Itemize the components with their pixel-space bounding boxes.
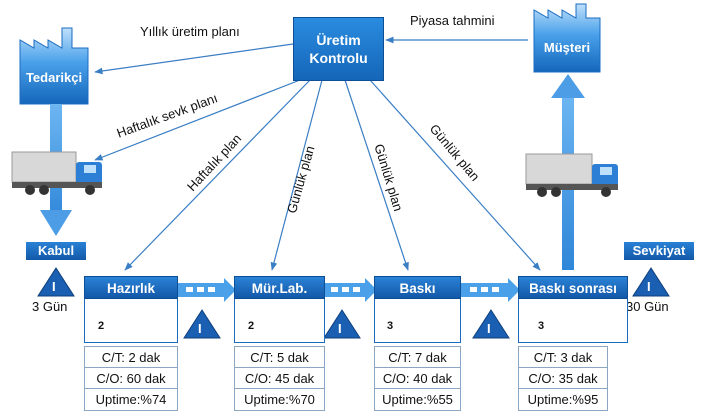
inventory-icon bbox=[183, 309, 221, 339]
annual-plan-label: Yıllık üretim planı bbox=[140, 24, 240, 39]
uptime: Uptime:%95 bbox=[527, 392, 599, 407]
process-header: Baskı sonrası bbox=[518, 276, 628, 299]
outbound-truck-icon bbox=[525, 153, 618, 197]
supplier-factory-icon bbox=[19, 27, 89, 105]
changeover-time: C/O: 45 dak bbox=[235, 368, 324, 389]
changeover-time: C/O: 35 dak bbox=[519, 368, 607, 389]
inventory-icon bbox=[632, 267, 670, 297]
inbound-truck-icon bbox=[11, 151, 102, 195]
inventory-triangles bbox=[37, 267, 670, 339]
operator-count: 2 bbox=[98, 320, 105, 332]
process-body bbox=[518, 299, 628, 343]
process-header: Baskı bbox=[374, 276, 461, 299]
cycle-time: C/T: 2 dak bbox=[85, 347, 177, 368]
cycle-time: C/T: 3 dak bbox=[519, 347, 607, 368]
uptime: Uptime:%70 bbox=[244, 392, 315, 407]
inventory-mark: I bbox=[198, 321, 202, 336]
inventory-mark: I bbox=[647, 279, 651, 294]
shipping-tag: Sevkiyat bbox=[624, 242, 694, 260]
supplier-label: Tedarikçi bbox=[25, 70, 83, 85]
process-data-box: C/T: 3 dak C/O: 35 dak Uptime:%95 bbox=[518, 346, 608, 411]
process-data-box: C/T: 2 dak C/O: 60 dak Uptime:%74 bbox=[84, 346, 178, 411]
control-title-line2: Kontrolu bbox=[309, 50, 368, 66]
market-forecast-label: Piyasa tahmini bbox=[410, 13, 495, 28]
process-data-box: C/T: 5 dak C/O: 45 dak Uptime:%70 bbox=[234, 346, 325, 411]
uptime: Uptime:%55 bbox=[382, 392, 453, 407]
cycle-time: C/T: 7 dak bbox=[375, 347, 460, 368]
process-body bbox=[234, 299, 325, 343]
push-arrows bbox=[178, 278, 520, 302]
inventory-icon bbox=[37, 267, 75, 297]
customer-factory-icon bbox=[533, 3, 601, 73]
receiving-days: 3 Gün bbox=[32, 299, 68, 314]
info-flow-arrows bbox=[94, 36, 541, 271]
uptime: Uptime:%74 bbox=[95, 392, 167, 407]
process-body bbox=[84, 299, 178, 343]
inventory-mark: I bbox=[487, 321, 491, 336]
operator-count: 3 bbox=[387, 320, 394, 332]
operator-count: 2 bbox=[248, 320, 255, 332]
production-control-box: Üretim Kontrolu bbox=[293, 17, 384, 81]
customer-label: Müşteri bbox=[543, 40, 591, 55]
process-header: Hazırlık bbox=[84, 276, 178, 299]
receiving-tag: Kabul bbox=[26, 242, 86, 260]
operator-count: 3 bbox=[538, 320, 545, 332]
shipping-days: 30 Gün bbox=[626, 299, 669, 314]
inventory-mark: I bbox=[52, 279, 56, 294]
changeover-time: C/O: 40 dak bbox=[375, 368, 460, 389]
inventory-mark: I bbox=[338, 321, 342, 336]
process-header: Mür.Lab. bbox=[234, 276, 325, 299]
changeover-time: C/O: 60 dak bbox=[85, 368, 177, 389]
cycle-time: C/T: 5 dak bbox=[235, 347, 324, 368]
process-body bbox=[374, 299, 461, 343]
inventory-icon bbox=[323, 309, 361, 339]
inventory-icon bbox=[472, 309, 510, 339]
control-title-line1: Üretim bbox=[316, 32, 361, 48]
process-data-box: C/T: 7 dak C/O: 40 dak Uptime:%55 bbox=[374, 346, 461, 411]
